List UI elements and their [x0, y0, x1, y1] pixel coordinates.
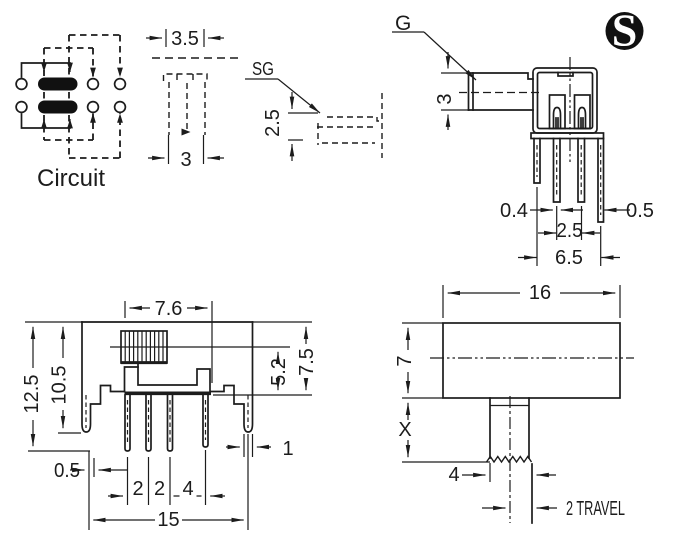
dim-15: 15 [93, 434, 249, 531]
dim-text-0-5-front: 0.5 [54, 460, 80, 482]
circuit-view: Circuit [15, 34, 127, 192]
dim-x: X [398, 402, 490, 463]
center-mark-arrow [181, 128, 191, 136]
logo-letter: S [612, 5, 638, 56]
dim-1: 1 [226, 434, 294, 460]
sg-leader [277, 78, 321, 114]
dim-text-2b: 2 [154, 478, 165, 500]
terminal-circles [15, 77, 127, 114]
dim-travel: 2 TRAVEL [482, 498, 625, 520]
front-pins [124, 394, 209, 452]
dim-2-5-g: 2.5 [538, 206, 600, 242]
dim-text-2a: 2 [132, 478, 143, 500]
g-knob-stem [459, 72, 542, 111]
solid-connections [20, 62, 73, 129]
dim-text-3-stem: 3 [434, 93, 456, 104]
side-stem [485, 396, 533, 524]
dim-text-travel: 2 TRAVEL [566, 498, 625, 520]
dim-5-2: 5.2 [213, 351, 312, 396]
break-zigzag [485, 455, 533, 464]
dim-text-2-5-sg: 2.5 [262, 109, 284, 137]
knob-outline-hidden [162, 73, 208, 136]
dim-text-10-5: 10.5 [49, 366, 71, 405]
dim-text-15: 15 [157, 509, 179, 531]
dim-text-16: 16 [529, 282, 551, 304]
dim-text-x: X [398, 419, 411, 441]
dim-16: 16 [442, 282, 621, 318]
sg-label: SG [252, 59, 274, 79]
front-view: 7.6 12.5 10.5 5.2 7.5 [21, 298, 318, 531]
dim-0-4: 0.4 [500, 200, 583, 222]
dim-pin-pitch-chain: 2 2 4 [108, 450, 225, 505]
dim-text-2-5-g: 2.5 [557, 220, 583, 242]
g-pins [533, 137, 605, 223]
dim-2-5-sg: 2.5 [262, 92, 318, 161]
brand-logo: S [605, 5, 644, 56]
dim-text-3-5: 3.5 [171, 28, 199, 50]
dim-text-0-4: 0.4 [500, 200, 528, 222]
dim-0-5-front: 0.5 [54, 451, 128, 530]
dim-text-1: 1 [282, 438, 293, 460]
logo-circle [605, 12, 644, 50]
right-side-view: 16 7 X 4 2 TRAVEL [394, 282, 634, 524]
side-body [442, 322, 621, 399]
g-side-view: G [392, 12, 654, 269]
dim-4-stem: 4 [448, 463, 556, 486]
dim-text-3: 3 [180, 149, 191, 171]
dashed-position-boxes [43, 34, 123, 159]
dim-text-7-6: 7.6 [155, 298, 183, 320]
circuit-label: Circuit [37, 165, 105, 192]
dim-7: 7 [394, 322, 443, 399]
dim-3-5: 3.5 [146, 28, 224, 50]
dim-text-0-5-g: 0.5 [626, 200, 654, 222]
dim-text-7: 7 [394, 355, 416, 366]
g-body [530, 57, 605, 162]
dim-text-4: 4 [182, 478, 193, 500]
dim-12-5: 12.5 [21, 321, 90, 452]
dim-7-5: 7.5 [252, 321, 318, 391]
knob-top-view: 3.5 3 [146, 28, 243, 171]
dim-text-5-2: 5.2 [268, 358, 290, 386]
contact-bar-top [38, 77, 78, 91]
front-body [81, 321, 290, 433]
g-leader [423, 31, 477, 81]
dim-text-12-5: 12.5 [21, 375, 43, 414]
dim-0-5-g: 0.5 [604, 200, 654, 222]
sg-detail: SG 2.5 [245, 59, 383, 161]
dim-text-4-stem: 4 [448, 464, 459, 486]
dim-6-5: 6.5 [518, 187, 620, 269]
dim-7-6: 7.6 [124, 298, 213, 383]
dim-3: 3 [148, 135, 224, 171]
front-knob [120, 330, 168, 365]
dim-10-5: 10.5 [49, 326, 81, 434]
g-label: G [395, 12, 411, 35]
dim-text-7-5: 7.5 [296, 348, 318, 376]
sg-bracket-hidden [317, 93, 383, 158]
contact-bar-bottom [38, 100, 78, 114]
dim-text-6-5: 6.5 [555, 247, 583, 269]
dim-3-stem: 3 [434, 52, 470, 130]
